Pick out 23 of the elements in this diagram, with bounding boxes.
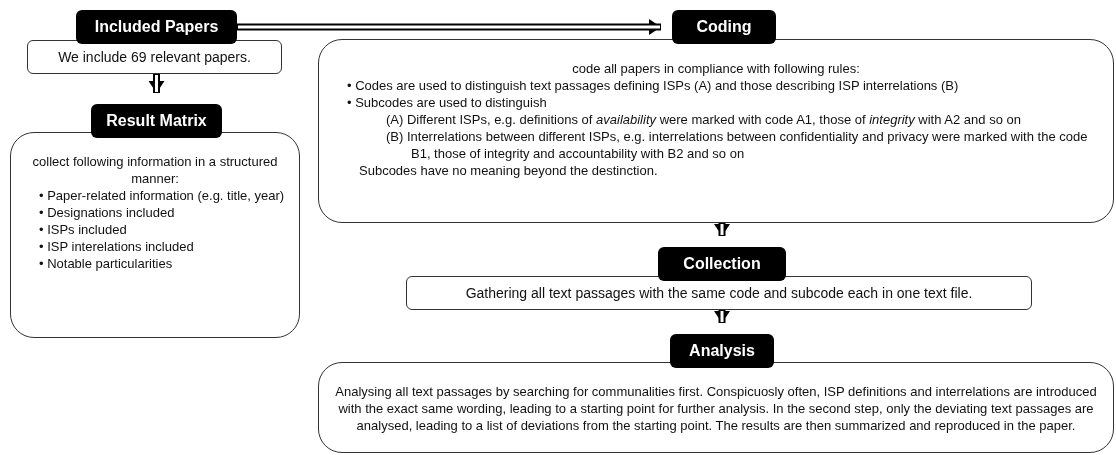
text-box: We include 69 relevant papers.	[27, 40, 282, 74]
body-text: Analysing all text passages by searching for communalities first. Conspicuosly often, ISP definitions and interrelations are introduced with the exact same wording, leading to a starting point for further analysis. In the second step, only the deviating text passages are analysed, leading to a list of deviations from the starting point. The results are then summarized and reproduced in the paper.	[334, 383, 1098, 434]
sub-item: (B) Interrelations between different ISPs, e.g. interrelations between confidentiality and privacy were marked with the code B1, those of integrity and accountability with B2 and so on	[385, 128, 1089, 162]
bullet-item: • Notable particularities	[38, 255, 174, 272]
bullet-item: • ISPs included	[38, 221, 128, 238]
bullet-item: • Subcodes are used to distinguish	[346, 94, 548, 111]
bullet-item: • Paper-related information (e.g. title, year)	[38, 187, 286, 204]
step-header: Collection	[658, 247, 786, 281]
bullet-item: • Codes are used to distinguish text passages defining ISPs (A) and those describing ISP interrelations (B)	[346, 77, 960, 94]
note-text: Subcodes have no meaning beyond the destinction.	[358, 162, 659, 179]
rounded-text-box	[10, 132, 300, 338]
rounded-text-box	[318, 362, 1114, 453]
body-text: code all papers in compliance with following rules:	[571, 60, 861, 77]
step-header: Result Matrix	[91, 104, 222, 138]
sub-item: (A) Different ISPs, e.g. definitions of availability were marked with code A1, those of integrity with A2 and so on	[385, 111, 1022, 128]
step-header: Coding	[672, 10, 776, 44]
step-header: Analysis	[670, 334, 774, 368]
body-text: collect following information in a structured manner:	[31, 153, 279, 187]
rounded-text-box	[318, 39, 1114, 223]
bullet-item: • ISP interelations included	[38, 238, 195, 255]
bullet-item: • Designations included	[38, 204, 176, 221]
text-box: Gathering all text passages with the same code and subcode each in one text file.	[406, 276, 1032, 310]
step-header: Included Papers	[76, 10, 237, 44]
